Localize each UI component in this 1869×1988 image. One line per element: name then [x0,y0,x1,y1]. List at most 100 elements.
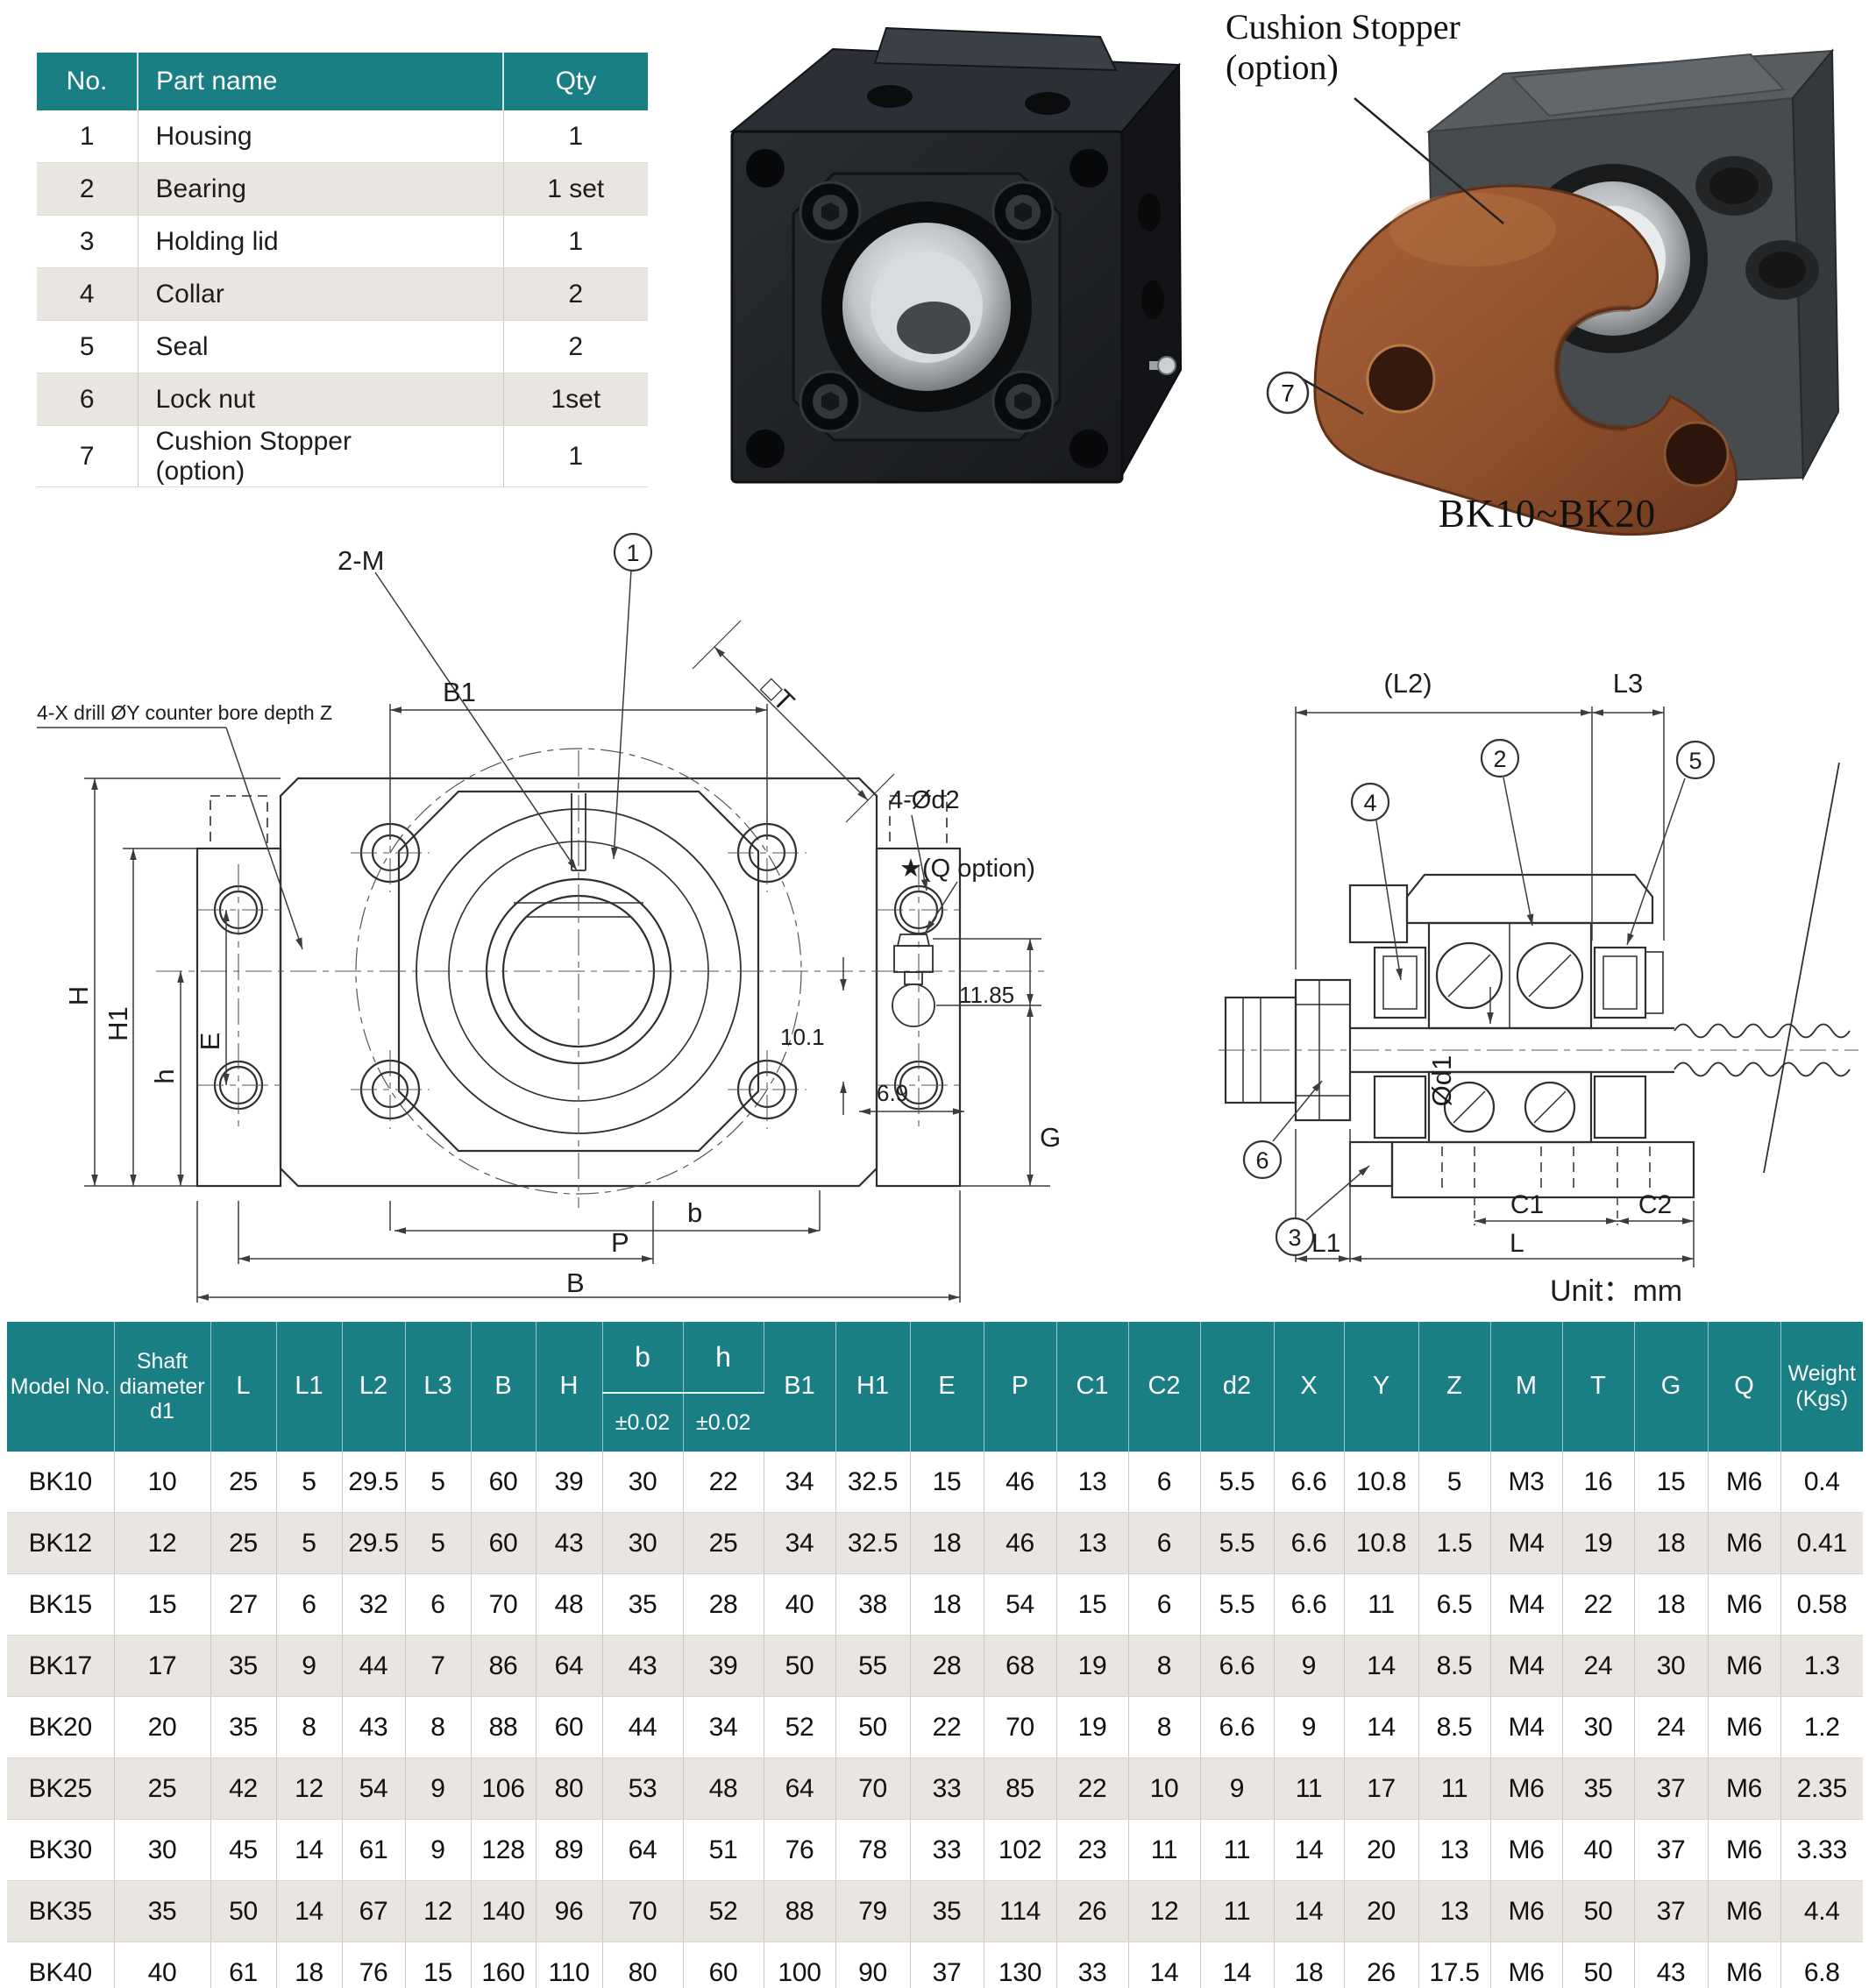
spec-header-cell: Weight (Kgs) [1780,1322,1863,1452]
label-e: E [195,1033,225,1051]
spec-cell: 6.6 [1200,1696,1275,1758]
spec-cell: 15 [1634,1452,1709,1513]
spec-cell: 6 [1128,1512,1201,1574]
front-view-drawing [156,748,1048,1208]
spec-cell: 20 [1344,1880,1419,1942]
spec-cell: 51 [683,1819,764,1881]
spec-cell: 48 [683,1757,764,1820]
parts-cell: 1 [37,110,139,163]
spec-header-cell: H [536,1322,603,1452]
spec-cell: M6 [1708,1880,1781,1942]
label-h-cap: H [63,986,94,1005]
label-2m: 2-M [338,545,384,576]
spec-cell: 0.41 [1780,1512,1863,1574]
spec-model-cell: BK10 [7,1452,115,1513]
spec-cell: 46 [984,1452,1057,1513]
label-drill-note: 4-X drill ØY counter bore depth Z [37,701,332,724]
spec-cell: 60 [471,1452,537,1513]
spec-cell: 10.8 [1344,1512,1419,1574]
spec-cell: 8 [1128,1635,1201,1697]
spec-cell: 20 [114,1696,211,1758]
spec-header-cell: C2 [1128,1322,1201,1452]
spec-cell: 37 [910,1942,984,1988]
spec-cell: 30 [602,1452,684,1513]
spec-cell: 48 [536,1573,603,1636]
spec-cell: 8.5 [1418,1635,1491,1697]
spec-cell: M6 [1708,1452,1781,1513]
spec-cell: 19 [1562,1512,1635,1574]
spec-cell: 25 [210,1512,277,1574]
spec-cell: 1.3 [1780,1635,1863,1697]
parts-cell: Holding lid [138,215,504,268]
mount-holes [746,149,1108,468]
spec-cell: 34 [764,1452,836,1513]
spec-cell: 14 [1200,1942,1275,1988]
spec-cell: 53 [602,1757,684,1820]
spec-header-cell: Q [1708,1322,1781,1452]
spec-cell: 70 [984,1696,1057,1758]
spec-cell: 85 [984,1757,1057,1820]
spec-header-cell: G [1634,1322,1709,1452]
spec-cell: 12 [405,1880,472,1942]
spec-cell: 10 [1128,1757,1201,1820]
spec-header-cell: P [984,1322,1057,1452]
render-caption: BK10~BK20 [1438,492,1657,536]
parts-cell: Seal [138,320,504,373]
spec-cell: 18 [1634,1573,1709,1636]
spec-cell: 28 [683,1573,764,1636]
spec-cell: 76 [764,1819,836,1881]
spec-cell: 11 [1418,1757,1491,1820]
spec-cell: 9 [276,1635,343,1697]
spec-cell: 27 [210,1573,277,1636]
parts-cell: Bearing [138,162,504,216]
label-d1: Ød1 [1426,1055,1457,1107]
spec-header-cell: d2 [1200,1322,1275,1452]
spec-cell: 29.5 [342,1452,406,1513]
spec-cell: 70 [835,1757,911,1820]
spec-cell: M6 [1708,1696,1781,1758]
spec-cell: 24 [1562,1635,1635,1697]
callout-1-circle [613,532,653,572]
parts-cell: 6 [37,373,139,426]
parts-table-head: No. Part name Qty [37,53,648,110]
spec-cell: 9 [405,1819,472,1881]
spec-cell: 43 [602,1635,684,1697]
spec-cell: 18 [1274,1942,1345,1988]
label-l2: (L2) [1383,668,1432,699]
spec-cell: 130 [984,1942,1057,1988]
spec-cell: 10.8 [1344,1452,1419,1513]
spec-header-cell: Model No. [7,1322,115,1452]
spec-cell: 76 [342,1942,406,1988]
spec-cell: 33 [910,1757,984,1820]
spec-cell: 88 [764,1880,836,1942]
spec-cell: M6 [1708,1819,1781,1881]
parts-header-row: No. Part name Qty [37,53,648,110]
cushion-stopper-label: Cushion Stopper (option) [1226,7,1460,88]
spec-cell: 67 [342,1880,406,1942]
spec-cell: 50 [835,1696,911,1758]
spec-cell: 88 [471,1696,537,1758]
spec-cell: 10 [114,1452,211,1513]
spec-cell: 9 [1274,1696,1345,1758]
spec-cell: 44 [602,1696,684,1758]
spec-model-cell: BK25 [7,1757,115,1820]
spec-header-cell: M [1490,1322,1563,1452]
spec-cell: 5 [276,1452,343,1513]
label-q-option: ★(Q option) [899,855,1035,883]
spec-cell: 5.5 [1200,1573,1275,1636]
spec-cell: 13 [1056,1452,1129,1513]
spec-cell: 6 [405,1573,472,1636]
spec-cell: M4 [1490,1635,1563,1697]
parts-cell: 1 set [503,162,648,216]
spec-cell: 6.8 [1780,1942,1863,1988]
spec-cell: 38 [835,1573,911,1636]
spec-cell: 102 [984,1819,1057,1881]
spec-cell: 11 [1200,1880,1275,1942]
spec-cell: M3 [1490,1452,1563,1513]
